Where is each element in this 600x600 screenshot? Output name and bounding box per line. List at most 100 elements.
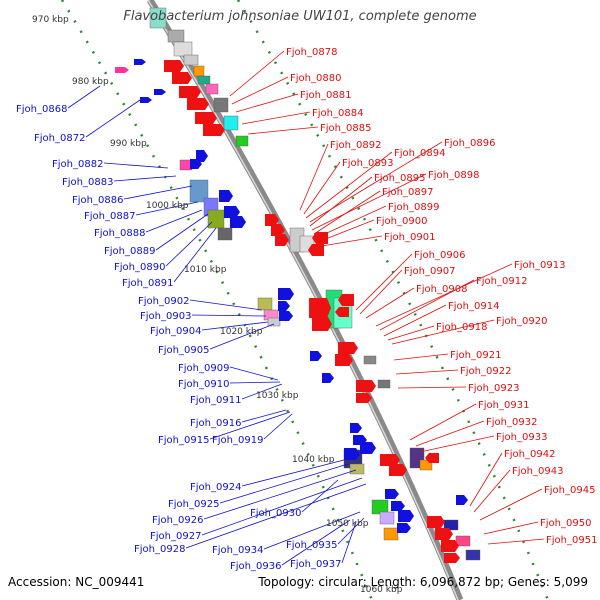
right-gene-label: Fjoh_0920: [496, 316, 547, 327]
left-gene-label: Fjoh_0925: [168, 499, 219, 510]
gene-arrow: [312, 317, 332, 331]
gene-arrow: [190, 159, 202, 169]
right-leader-line: [487, 538, 545, 545]
left-leader-line: [185, 483, 367, 549]
left-gene-label: Fjoh_0891: [122, 278, 173, 289]
left-leader-line: [209, 411, 291, 440]
left-leader-line: [229, 381, 281, 384]
left-gene-label: Fjoh_0868: [16, 104, 67, 115]
feature-box: [167, 29, 185, 43]
gene-arrow: [385, 489, 399, 499]
feature-box: [235, 135, 249, 147]
gene-arrow: [310, 351, 322, 361]
right-gene-label: Fjoh_0942: [504, 449, 555, 460]
gene-arrow: [338, 342, 358, 354]
left-gene-label: Fjoh_0902: [138, 296, 189, 307]
right-gene-label: Fjoh_0912: [476, 276, 527, 287]
kbp-tick-label: 980 kbp: [72, 77, 109, 87]
gene-arrow: [172, 72, 192, 84]
right-gene-label: Fjoh_0932: [486, 417, 537, 428]
right-leader-line: [311, 173, 427, 231]
right-leader-line: [397, 386, 467, 389]
gene-arrow: [456, 495, 468, 505]
feature-box: [205, 83, 219, 95]
right-leader-line: [391, 319, 495, 345]
right-leader-line: [483, 521, 539, 535]
gene-arrow: [187, 98, 209, 110]
gene-arrow: [278, 301, 290, 311]
gene-arrow: [435, 528, 453, 540]
left-gene-label: Fjoh_0936: [230, 561, 281, 572]
left-gene-label: Fjoh_0934: [212, 545, 263, 556]
gene-arrow: [224, 206, 240, 218]
gene-arrow: [356, 393, 372, 403]
left-leader-line: [189, 299, 263, 311]
kbp-tick-label: 1010 kbp: [184, 265, 227, 275]
kbp-tick-label: 1000 kbp: [146, 201, 189, 211]
right-leader-line: [313, 190, 381, 235]
left-gene-label: Fjoh_0935: [286, 540, 337, 551]
gene-arrow: [335, 307, 349, 317]
right-gene-label: Fjoh_0901: [384, 232, 435, 243]
right-leader-line: [321, 235, 383, 247]
left-leader-line: [145, 209, 203, 233]
right-gene-label: Fjoh_0908: [416, 284, 467, 295]
left-leader-line: [203, 469, 357, 520]
left-leader-line: [135, 201, 199, 216]
left-leader-line: [301, 479, 339, 513]
right-gene-label: Fjoh_0951: [546, 535, 597, 546]
feature-box: [383, 527, 399, 541]
feature-box: [419, 459, 433, 471]
feature-box: [257, 297, 273, 311]
feature-box: [379, 511, 395, 525]
left-gene-label: Fjoh_0903: [140, 311, 191, 322]
right-leader-line: [387, 325, 435, 341]
left-gene-label: Fjoh_0909: [178, 363, 229, 374]
right-gene-label: Fjoh_0894: [394, 148, 445, 159]
right-leader-line: [359, 269, 403, 315]
left-leader-line: [263, 511, 361, 550]
right-leader-line: [231, 76, 289, 105]
right-leader-line: [241, 111, 311, 125]
left-leader-line: [341, 521, 357, 564]
left-gene-label: Fjoh_0927: [150, 531, 201, 542]
right-leader-line: [315, 205, 387, 239]
feature-box: [193, 65, 205, 77]
right-gene-labels: Fjoh_0878Fjoh_0880Fjoh_0881Fjoh_0884Fjoh…: [286, 47, 597, 546]
map-title: Flavobacterium johnsoniae UW101, complet…: [123, 9, 477, 24]
left-gene-label: Fjoh_0890: [114, 262, 165, 273]
right-leader-line: [375, 263, 513, 327]
gene-arrow: [179, 86, 201, 98]
feature-box: [267, 317, 281, 327]
left-gene-label: Fjoh_0937: [290, 559, 341, 570]
left-leader-line: [241, 459, 345, 487]
gene-arrow: [271, 224, 285, 236]
left-leader-line: [201, 477, 363, 536]
gene-arrow: [203, 124, 225, 136]
right-gene-label: Fjoh_0921: [450, 350, 501, 361]
left-leader-line: [155, 213, 209, 251]
gene-arrow: [427, 516, 445, 528]
gene-arrow: [389, 464, 407, 476]
gene-arrow: [134, 59, 146, 65]
right-gene-label: Fjoh_0897: [382, 187, 433, 198]
left-leader-line: [123, 185, 193, 200]
left-leader-line: [241, 383, 283, 400]
kbp-tick-label: 1030 kbp: [256, 391, 299, 401]
left-gene-label: Fjoh_0887: [84, 211, 135, 222]
right-leader-line: [479, 488, 543, 521]
left-leader-line: [263, 413, 293, 440]
gene-arrow: [391, 501, 405, 511]
left-gene-label: Fjoh_0889: [104, 246, 155, 257]
right-gene-label: Fjoh_0896: [444, 138, 495, 149]
right-gene-label: Fjoh_0884: [312, 108, 363, 119]
right-gene-label: Fjoh_0945: [544, 485, 595, 496]
left-gene-label: Fjoh_0905: [158, 345, 209, 356]
label-leader-lines: [67, 50, 545, 566]
right-gene-label: Fjoh_0878: [286, 47, 337, 58]
gene-arrow: [322, 373, 334, 383]
kbp-tick-label: 1040 kbp: [292, 455, 335, 465]
feature-box: [213, 97, 229, 113]
left-gene-label: Fjoh_0928: [134, 544, 185, 555]
